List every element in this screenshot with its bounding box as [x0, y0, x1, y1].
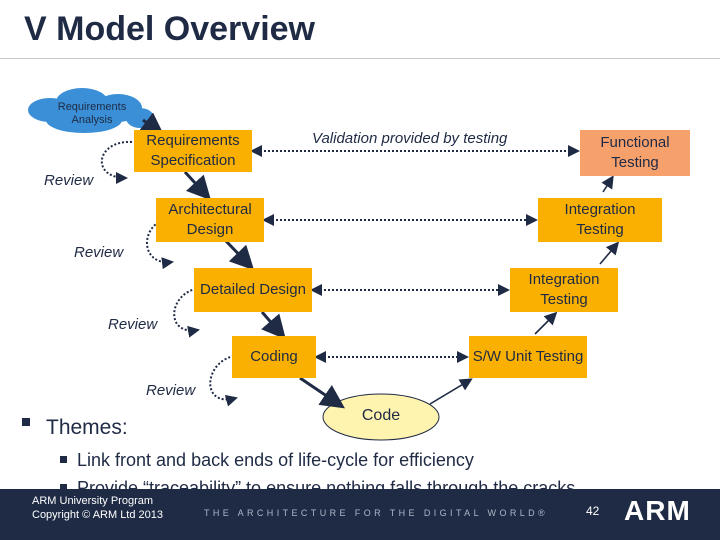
review-loop-3	[173, 287, 201, 338]
review-loop-1	[100, 140, 133, 184]
page-title: V Model Overview	[24, 10, 315, 48]
bullet-square-icon	[60, 483, 67, 491]
theme-item: Link front and back ends of life-cycle f…	[60, 450, 474, 471]
arrow-detailed-to-coding	[260, 311, 286, 340]
footer-credits: ARM University Program Copyright © ARM L…	[32, 494, 170, 522]
footer-bar: ARM University Program Copyright © ARM L…	[0, 489, 720, 540]
integration-testing-upper-box: Integration Testing	[538, 198, 662, 242]
review-label-3: Review	[108, 316, 158, 333]
detailed-design-box: Detailed Design	[194, 268, 312, 312]
bullet-square-icon	[60, 455, 67, 463]
themes-heading-text: Themes:	[46, 416, 128, 439]
requirements-spec-box: Requirements Specification	[134, 130, 252, 172]
review-loop-4	[209, 355, 238, 407]
arrow-spec-to-arch	[183, 170, 212, 201]
review-label-4: Review	[146, 382, 196, 399]
functional-testing-box: Functional Testing	[580, 130, 690, 176]
footer-tagline: THE ARCHITECTURE FOR THE DIGITAL WORLD®	[204, 508, 549, 518]
themes-heading: Themes:	[22, 416, 128, 440]
arm-logo: ARM	[624, 495, 691, 526]
footer-program: ARM University Program	[32, 495, 154, 507]
review-label-1: Review	[44, 172, 94, 189]
arrow-arch-to-detailed	[223, 238, 255, 271]
arrow-coding-to-code	[299, 376, 345, 409]
theme-item-text: Link front and back ends of life-cycle f…	[77, 450, 474, 470]
coding-box: Coding	[232, 336, 316, 378]
architectural-design-box: Architectural Design	[156, 198, 264, 242]
title-divider	[0, 58, 720, 59]
sw-unit-testing-box: S/W Unit Testing	[469, 336, 587, 378]
footer-copyright: Copyright © ARM Ltd 2013	[32, 509, 164, 521]
review-label-2: Review	[74, 244, 124, 261]
requirements-analysis-label: Requirements Analysis	[57, 101, 127, 126]
arrow-int-lower-to-int-upper	[599, 241, 620, 265]
arrow-code-to-unit	[429, 378, 473, 405]
arrow-unit-to-int-lower	[534, 311, 558, 335]
page-number: 42	[586, 504, 600, 518]
arrow-int-upper-to-functional	[601, 175, 614, 193]
validation-label: Validation provided by testing	[312, 130, 508, 147]
bullet-square-icon	[22, 418, 30, 427]
code-label: Code	[361, 407, 401, 424]
integration-testing-lower-box: Integration Testing	[510, 268, 618, 312]
code-ellipse	[322, 393, 440, 441]
